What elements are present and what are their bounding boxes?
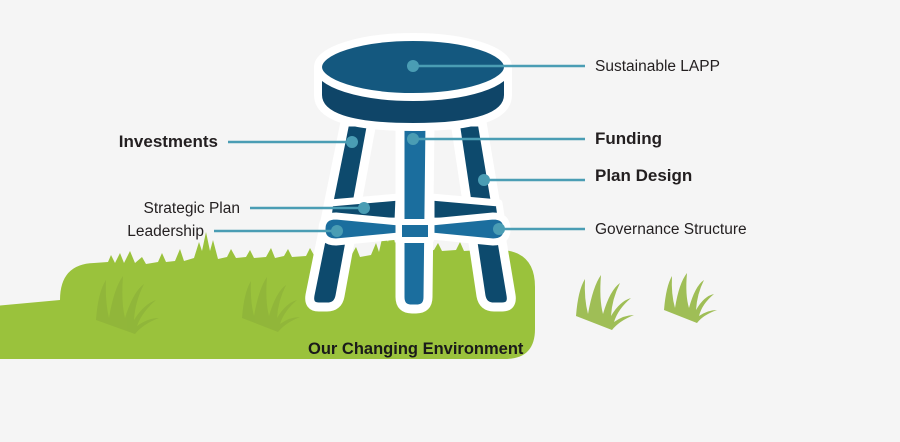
dot-plan-design [478,174,490,186]
label-sustainable-lapp: Sustainable LAPP [595,58,720,75]
brace-lower-right [427,212,511,246]
dot-strategic-plan [358,202,370,214]
label-strategic-plan: Strategic Plan [143,200,241,217]
brace-lower-center [396,219,434,243]
connector-lines [214,64,585,233]
dot-sustainable-lapp [407,60,419,72]
leg-center [395,117,435,314]
cross-braces-lower [318,212,511,246]
dot-funding [407,133,419,145]
label-leadership: Leadership [127,223,204,240]
connector-dots [331,60,505,237]
grass-tufts [96,273,717,334]
stool [305,33,516,314]
label-plan-design: Plan Design [595,166,693,185]
caption-our-changing-environment: Our Changing Environment [308,340,524,358]
dot-governance [493,223,505,235]
label-investments: Investments [118,132,218,151]
label-governance-structure: Governance Structure [595,221,747,238]
label-funding: Funding [595,129,663,148]
dot-investments [346,136,358,148]
dot-leadership [331,225,343,237]
stool-seat [314,33,512,131]
